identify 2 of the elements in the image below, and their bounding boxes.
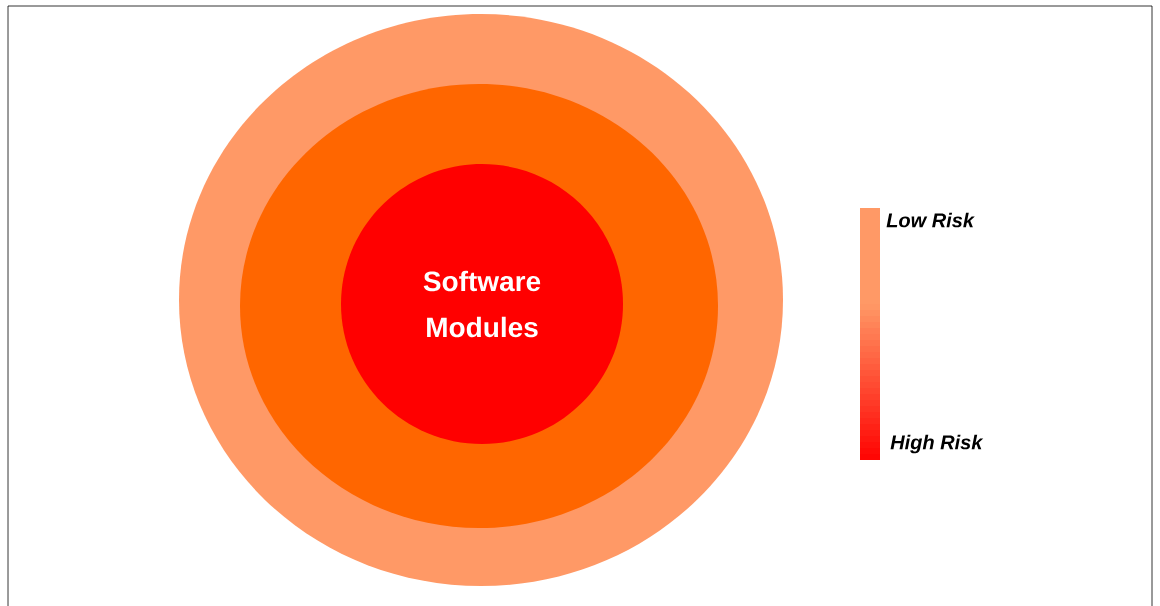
scale-label: High Risk [890,434,984,454]
scale-label: Low Risk [886,212,975,228]
